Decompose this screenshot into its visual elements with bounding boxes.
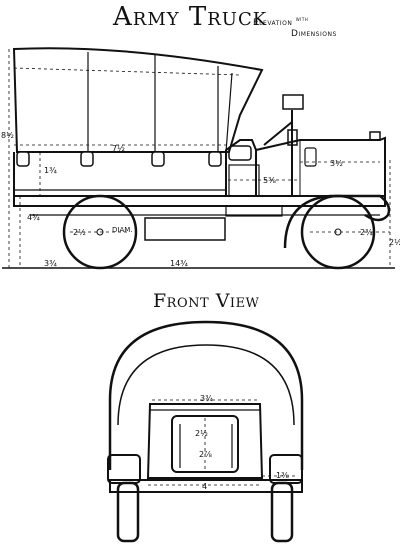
dim-frame-height: 4¾ bbox=[27, 213, 40, 222]
dim-wheelbase: 14¾ bbox=[170, 259, 188, 268]
fuel-tank bbox=[144, 217, 226, 241]
front-dim-fender: 1⅜ bbox=[276, 471, 289, 480]
front-canopy bbox=[108, 320, 304, 470]
dim-rear-overhang: 3¾ bbox=[44, 259, 57, 268]
front-wheel-right bbox=[270, 481, 294, 543]
radiator bbox=[369, 131, 381, 140]
hood bbox=[255, 136, 386, 196]
dim-top-height: 1¾ bbox=[44, 166, 57, 175]
dash-post bbox=[287, 129, 298, 146]
cab-door bbox=[228, 164, 260, 197]
canvas-cover bbox=[12, 47, 264, 153]
front-axle bbox=[109, 479, 303, 493]
subtitle-dimensions: Dimensions bbox=[291, 29, 337, 39]
front-fender-left bbox=[107, 454, 141, 484]
front-canopy-inner bbox=[117, 344, 295, 426]
dim-wheel-diam: 2½ bbox=[73, 228, 86, 237]
cover-ribs-dash bbox=[13, 67, 241, 76]
page-title: Army Truck bbox=[113, 2, 268, 32]
dim-hood-height: 5⅜ bbox=[263, 176, 276, 185]
cover-straps bbox=[16, 151, 222, 167]
cover-ribs bbox=[87, 52, 233, 153]
cab bbox=[225, 139, 257, 196]
subtitle-elevation: Elevation bbox=[253, 18, 293, 28]
front-view-title: Front View bbox=[153, 290, 260, 312]
dim-body-length: 7½ bbox=[112, 144, 125, 153]
dim-rear-height: 8½ bbox=[1, 131, 14, 140]
front-wheel-left bbox=[116, 481, 140, 543]
front-dim-width: 3¾ bbox=[200, 394, 213, 403]
dim-front-height: 3½ bbox=[330, 159, 343, 168]
dim-diam-label: DIAM. bbox=[112, 226, 133, 234]
front-hood-frame bbox=[146, 403, 264, 479]
page-subtitle: Elevation with Dimensions bbox=[253, 14, 337, 40]
front-grille bbox=[171, 415, 239, 473]
steering-column bbox=[263, 110, 293, 196]
front-fender bbox=[283, 194, 391, 249]
running-board bbox=[225, 205, 283, 217]
front-dim-axle: 4 bbox=[202, 482, 207, 491]
front-dim-window: 2½ bbox=[195, 429, 208, 438]
subtitle-with: with bbox=[295, 16, 309, 23]
headlamp bbox=[304, 147, 317, 167]
dim-front-wheel: 2¾ bbox=[360, 228, 373, 237]
steering-wheel bbox=[282, 94, 304, 110]
dim-front-overhang: 2½ bbox=[389, 238, 400, 247]
cab-seat bbox=[228, 145, 252, 161]
front-dim-grille: 2⅞ bbox=[199, 450, 212, 459]
front-dimension-lines bbox=[148, 399, 298, 486]
